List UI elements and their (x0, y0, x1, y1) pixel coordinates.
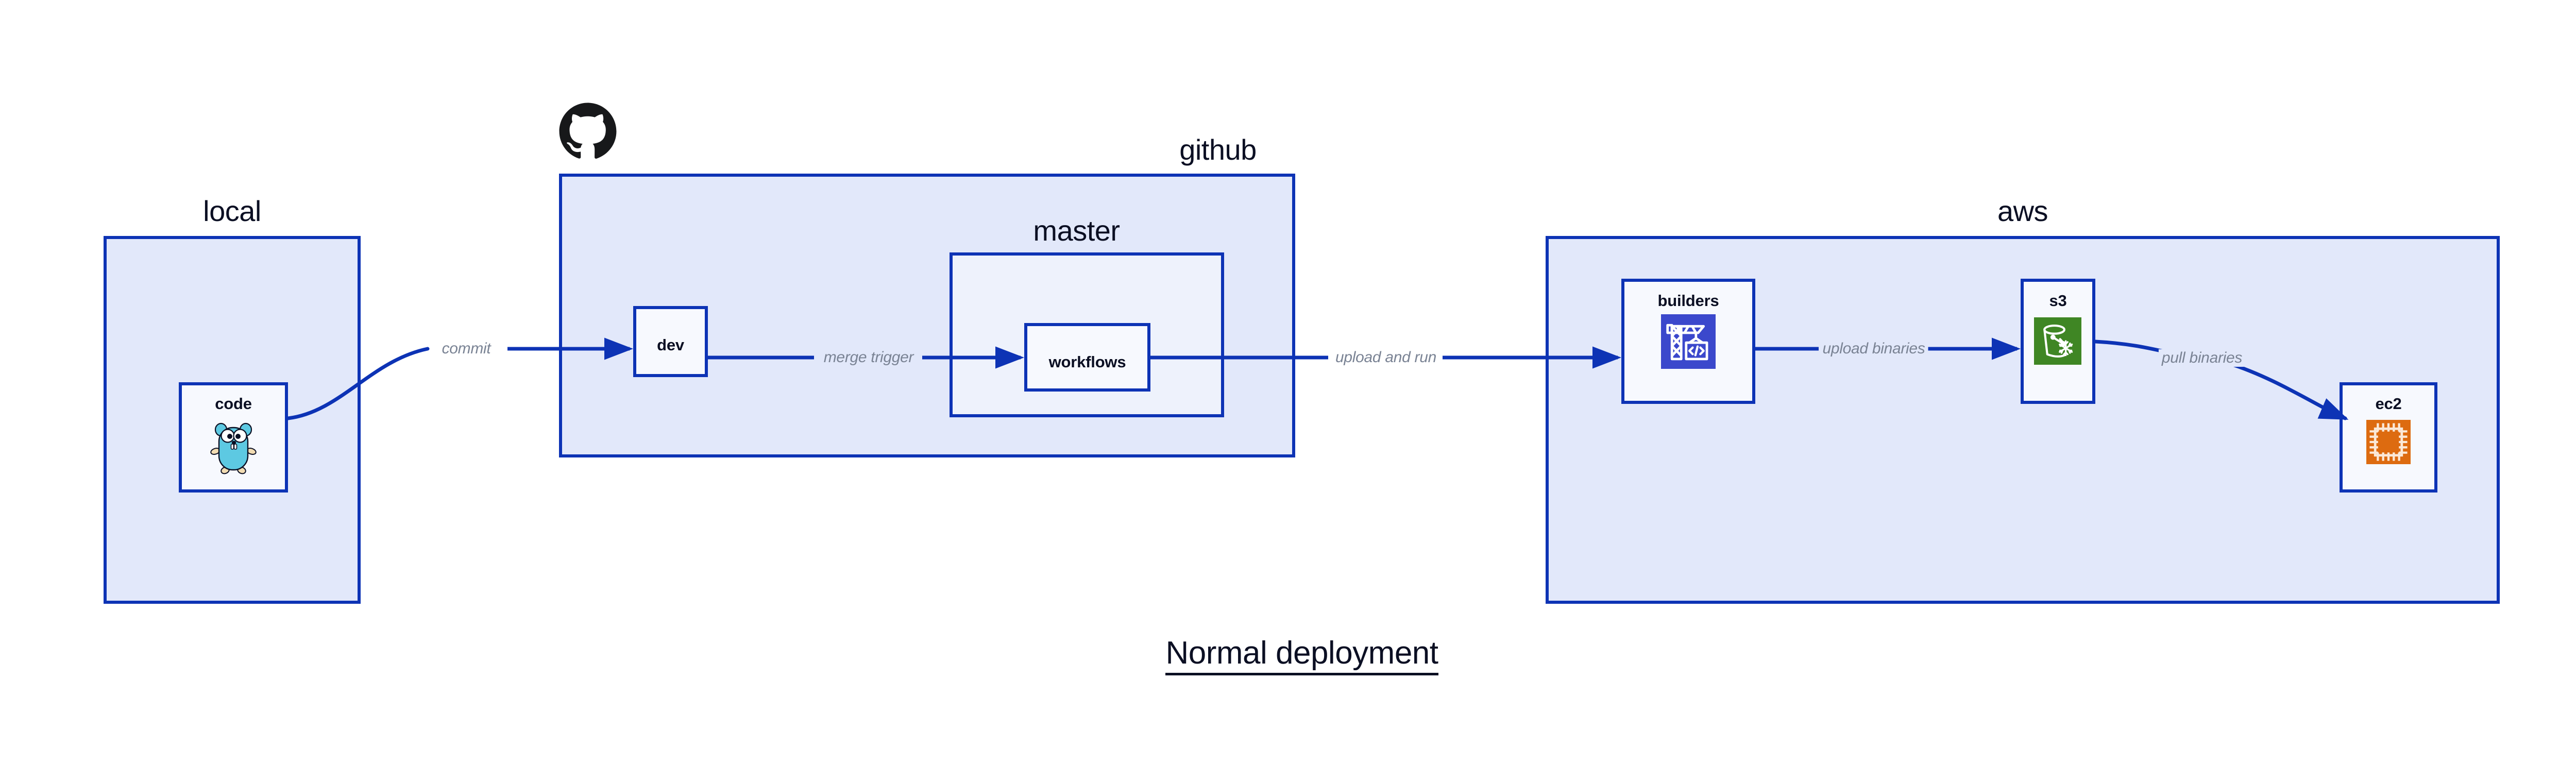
aws-ec2-chip-icon (2366, 418, 2411, 466)
node-label-code: code (215, 395, 252, 413)
aws-s3-bucket-icon (2034, 317, 2081, 365)
node-dev[interactable] (633, 306, 708, 377)
aws-codebuild-icon (1661, 314, 1716, 369)
container-label-github: github (1179, 133, 1257, 166)
node-label-s3: s3 (2049, 292, 2067, 310)
node-label-builders: builders (1657, 292, 1719, 310)
edge-label-merge-trigger: merge trigger (820, 349, 917, 366)
edge-label-pull-binaries: pull binaries (2158, 349, 2246, 367)
go-gopher-icon (210, 418, 257, 475)
page-title: Normal deployment (0, 635, 2576, 675)
github-octocat-logo (557, 101, 618, 162)
edge-label-upload-and-run: upload and run (1332, 349, 1439, 366)
container-label-local: local (203, 195, 261, 227)
page-title-text: Normal deployment (1165, 635, 1438, 675)
node-label-ec2: ec2 (2375, 395, 2402, 413)
container-label-master: master (1033, 214, 1120, 247)
node-label-dev: dev (657, 336, 684, 354)
edge-label-commit: commit (438, 340, 494, 358)
node-workflows[interactable] (1024, 323, 1150, 392)
edge-label-upload-binaries: upload binaries (1819, 340, 1928, 358)
container-label-aws: aws (1997, 195, 2048, 227)
node-label-workflows: workflows (1048, 353, 1126, 371)
